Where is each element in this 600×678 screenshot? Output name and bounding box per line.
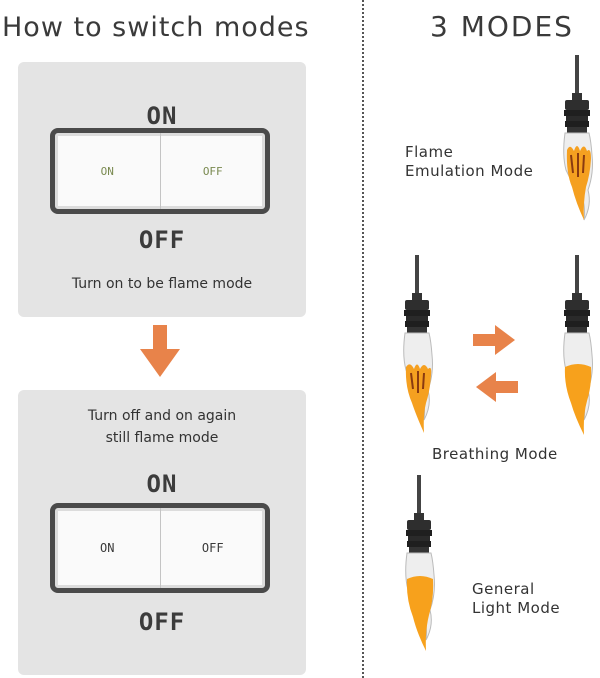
step2-switch[interactable]: ON OFF [50, 503, 270, 593]
step2-caption-line2: still flame mode [105, 430, 219, 446]
arrow-left-icon [476, 372, 518, 402]
mode3-line1: General [472, 580, 535, 598]
step2-switch-off[interactable]: OFF [201, 541, 224, 555]
step2-on-label: ON [146, 470, 178, 498]
flame-emulation-bulb-icon [563, 55, 593, 221]
arrow-right-icon [473, 325, 515, 355]
step1-caption: Turn on to be flame mode [71, 276, 253, 292]
step1-on-label: ON [146, 102, 178, 130]
down-arrow-icon [140, 325, 180, 377]
general-light-bulb-icon [405, 475, 435, 651]
breathing-flame-bulb-icon [403, 255, 433, 433]
step1-off-label: OFF [138, 226, 186, 254]
step1-switch-off[interactable]: OFF [202, 164, 223, 178]
mode-breathing-label: Breathing Mode [432, 445, 558, 464]
step2-caption-line1: Turn off and on again [87, 408, 237, 424]
step1-switch-on[interactable]: ON [55, 133, 161, 209]
step1-panel: ON ON OFF OFF Turn on to be flame mode [18, 62, 306, 317]
step2-off-label: OFF [138, 608, 186, 636]
mode1-line1: Flame [405, 143, 454, 161]
mode3-line2: Light Mode [472, 599, 561, 617]
mode-flame-emulation-label: Flame Emulation Mode [405, 143, 533, 181]
mode2-line1: Breathing Mode [432, 445, 558, 463]
step2-switch-on[interactable]: ON [55, 508, 161, 588]
right-heading: 3 MODES [430, 10, 574, 43]
mode-general-light-label: General Light Mode [472, 580, 560, 618]
step1-switch[interactable]: ON OFF [50, 128, 270, 214]
mode1-line2: Emulation Mode [405, 162, 534, 180]
step2-panel: Turn off and on again still flame mode O… [18, 390, 306, 675]
section-divider [362, 0, 364, 678]
left-heading: How to switch modes [2, 12, 310, 43]
breathing-glow-bulb-icon [563, 255, 593, 435]
